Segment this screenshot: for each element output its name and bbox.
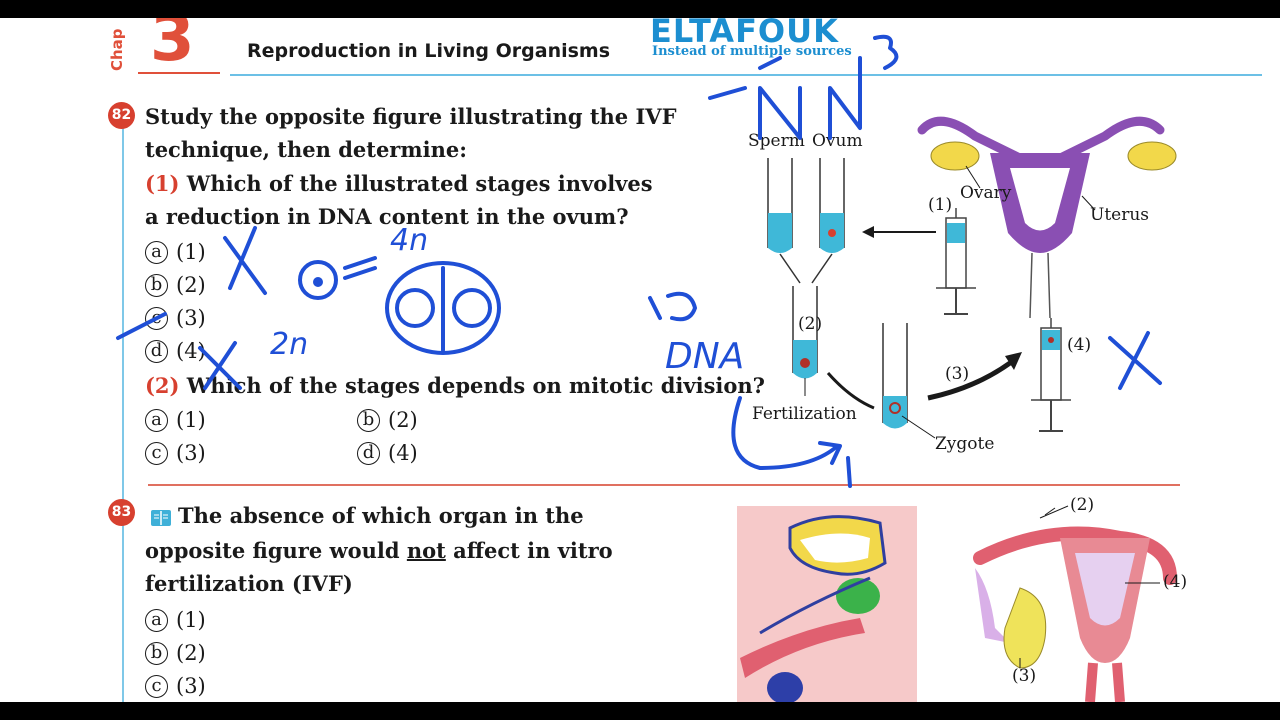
label-stage-3: (3) <box>945 364 969 384</box>
top-letterbox <box>0 0 1280 18</box>
option-text: (1) <box>176 608 206 632</box>
zygote-tube <box>882 323 908 429</box>
option-letter: c <box>145 674 168 698</box>
option-text: (1) <box>176 408 206 432</box>
chapter-title: Reproduction in Living Organisms <box>247 40 611 62</box>
combine-arrows <box>779 253 833 284</box>
question-divider <box>148 484 1180 486</box>
option-letter: b <box>357 408 380 432</box>
arrow-to-zygote <box>826 372 875 410</box>
option-text: (3) <box>176 441 206 465</box>
q83-label-2: (2) <box>1070 495 1094 515</box>
q83-line2-before: opposite figure would <box>145 538 407 563</box>
brand-logo: ELTAFOUK <box>650 18 839 50</box>
label-stage-2: (2) <box>798 314 822 334</box>
q82-p2-option-c[interactable]: c (3) <box>145 441 206 465</box>
male-reproductive-figure <box>737 506 917 702</box>
q83-label-3: (3) <box>1012 666 1036 686</box>
label-zygote: Zygote <box>935 434 994 454</box>
q82-part1-line1: Which of the illustrated stages involves <box>186 171 653 196</box>
label-ovum: Ovum <box>812 131 863 151</box>
question-number-83: 83 <box>108 499 135 526</box>
q82-p2-option-b[interactable]: b (2) <box>357 408 418 432</box>
chapter-number: 3 <box>150 18 195 76</box>
label-uterus: Uterus <box>1090 205 1149 225</box>
q83-emphasis-not: not <box>406 538 446 563</box>
option-text: (1) <box>176 240 206 264</box>
option-letter: d <box>357 441 380 465</box>
arrow-3-head <box>1005 352 1022 370</box>
option-letter: a <box>145 408 168 432</box>
q82-p2-option-a[interactable]: a (1) <box>145 408 206 432</box>
option-letter: b <box>145 273 168 297</box>
label-ovary: Ovary <box>960 183 1012 203</box>
arrow-1-head <box>862 226 874 238</box>
label-stage-1: (1) <box>928 195 952 215</box>
option-letter: a <box>145 608 168 632</box>
arrow-3 <box>927 360 1012 401</box>
q83-line3: fertilization (IVF) <box>145 571 353 596</box>
q82-p2-option-d[interactable]: d (4) <box>357 441 418 465</box>
q82-part1-question: (1) Which of the illustrated stages invo… <box>145 171 653 197</box>
q82-p1-option-a[interactable]: a (1) <box>145 240 206 264</box>
q83-line2-after: affect in vitro <box>445 538 613 563</box>
option-text: (3) <box>176 306 206 330</box>
q83-option-b[interactable]: b (2) <box>145 641 206 665</box>
bottom-letterbox <box>0 702 1280 720</box>
ovum-tube <box>819 158 845 253</box>
q82-part2-line1: Which of the stages depends on mitotic d… <box>186 373 765 398</box>
zygote-leader <box>901 415 936 439</box>
option-text: (2) <box>176 273 206 297</box>
margin-rule <box>122 118 124 702</box>
option-letter: c <box>145 441 168 465</box>
q82-part1-line2: a reduction in DNA content in the ovum? <box>145 204 629 229</box>
option-text: (2) <box>176 641 206 665</box>
q83-label-4: (4) <box>1163 572 1187 592</box>
brand-tagline: Instead of multiple sources <box>652 44 852 59</box>
ivf-figure: Ovary Uterus Sperm Ovum (1) <box>737 116 1187 702</box>
option-letter: a <box>145 240 168 264</box>
q83-line1: The absence of which organ in the <box>178 503 584 528</box>
syringe-4 <box>1031 318 1071 432</box>
q82-part1-label: (1) <box>145 171 180 196</box>
chapter-underline <box>138 72 220 74</box>
option-letter: d <box>145 339 168 363</box>
q82-part2-label: (2) <box>145 373 180 398</box>
uterus-diagram <box>917 116 1177 319</box>
option-text: (3) <box>176 674 206 698</box>
question-number-82: 82 <box>108 102 135 129</box>
option-text: (2) <box>388 408 418 432</box>
syringe-1 <box>936 208 976 315</box>
fertilization-tube <box>792 286 818 379</box>
sperm-tube <box>767 158 793 253</box>
q83-line2: opposite figure would not affect in vitr… <box>145 538 613 564</box>
q83-option-c[interactable]: c (3) <box>145 674 206 698</box>
q82-stem-line1: Study the opposite figure illustrating t… <box>145 104 677 129</box>
label-stage-4: (4) <box>1067 335 1091 355</box>
q82-p1-option-b[interactable]: b (2) <box>145 273 206 297</box>
textbook-page: Chap 3 Reproduction in Living Organisms … <box>0 18 1280 702</box>
book-icon <box>151 510 171 526</box>
q82-stem-line2: technique, then determine: <box>145 137 467 162</box>
q82-part2-question: (2) Which of the stages depends on mitot… <box>145 373 765 399</box>
option-text: (4) <box>388 441 418 465</box>
female-reproductive-figure <box>973 505 1177 702</box>
q83-option-a[interactable]: a (1) <box>145 608 206 632</box>
label-sperm: Sperm <box>748 131 805 151</box>
label-fertilization: Fertilization <box>752 404 857 424</box>
option-letter: b <box>145 641 168 665</box>
